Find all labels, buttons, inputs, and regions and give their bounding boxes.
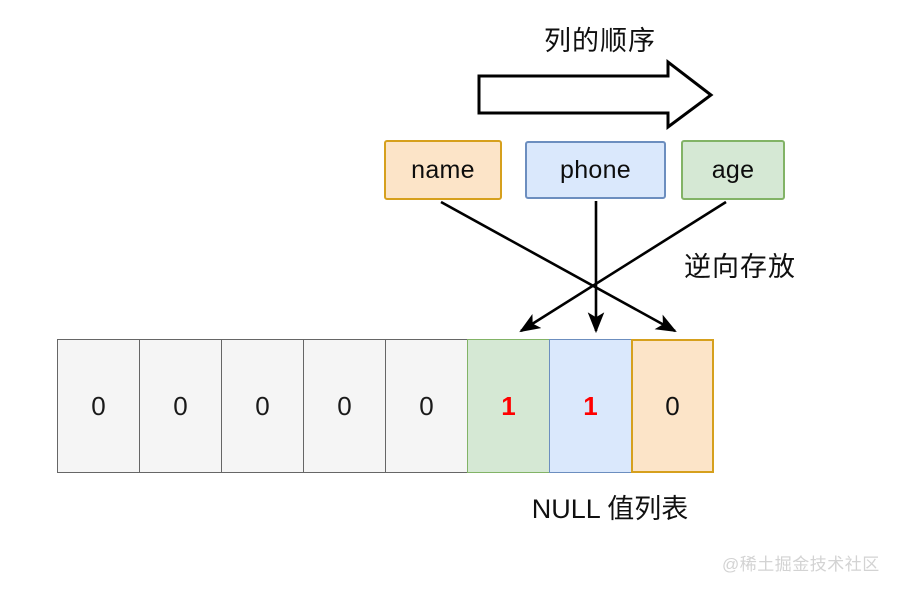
column-box-phone[interactable]: phone (525, 141, 666, 199)
null-cell[interactable]: 0 (385, 339, 468, 473)
column-order-title: 列的顺序 (544, 26, 656, 56)
column-box-age-label: age (711, 155, 755, 184)
null-cell[interactable]: 0 (221, 339, 304, 473)
column-box-phone-label: phone (559, 155, 632, 184)
null-cell-phone[interactable]: 1 (549, 339, 632, 473)
null-cell[interactable]: 0 (139, 339, 222, 473)
column-box-name-label: name (411, 155, 475, 184)
null-cell-age[interactable]: 1 (467, 339, 550, 473)
column-box-name[interactable]: name (384, 140, 502, 200)
watermark: @稀土掘金技术社区 (722, 555, 880, 574)
null-bitmap-row: 0 0 0 0 0 1 1 0 (57, 339, 714, 473)
null-cell[interactable]: 0 (57, 339, 140, 473)
null-cell[interactable]: 0 (303, 339, 386, 473)
column-box-age[interactable]: age (681, 140, 785, 200)
null-cell-name[interactable]: 0 (631, 339, 714, 473)
null-list-caption: NULL 值列表 (531, 494, 689, 524)
reverse-storage-note: 逆向存放 (684, 252, 796, 282)
edge-name-to-orange-cell (440, 200, 677, 333)
block-arrow-right-icon (477, 58, 714, 130)
